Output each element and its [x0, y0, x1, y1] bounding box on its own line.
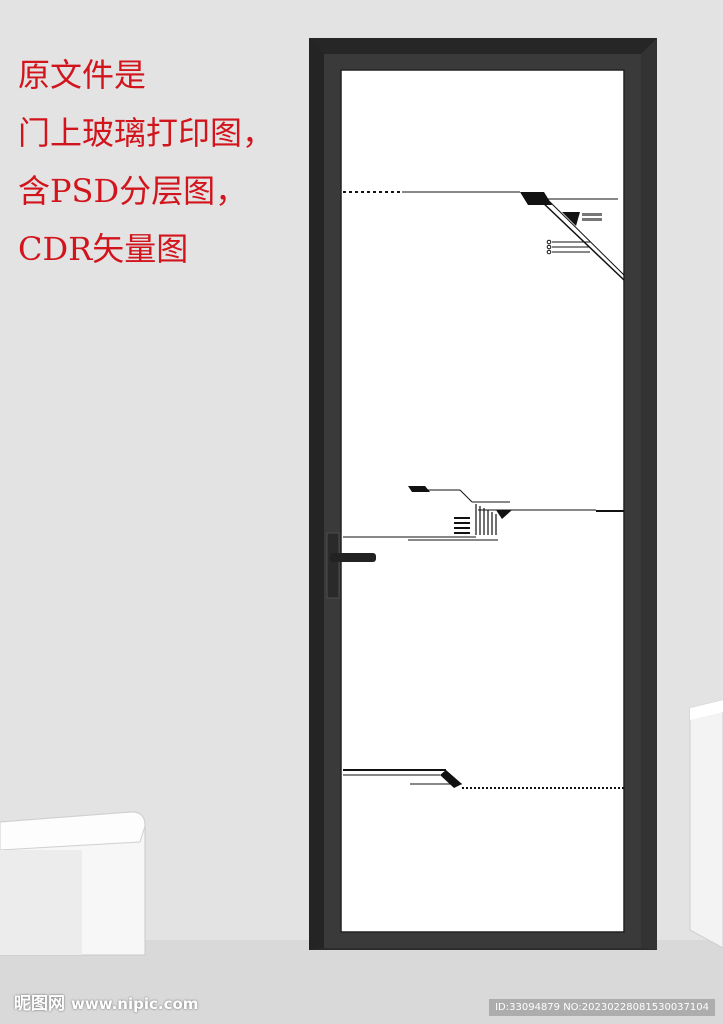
- door-handle[interactable]: [326, 532, 376, 599]
- site-name: 昵图网: [14, 994, 65, 1014]
- caption-line-1: 原文件是: [18, 56, 147, 94]
- caption-line-3: 含PSD分层图，: [18, 172, 248, 210]
- glass-print-bottom: [343, 769, 624, 789]
- site-url: www.nipic.com: [71, 995, 199, 1013]
- caption-line-2: 门上玻璃打印图，: [18, 114, 275, 152]
- glass-print-top: [343, 191, 625, 281]
- cabinet: [689, 699, 723, 949]
- id-watermark: ID:33094879 NO:20230228081530037104: [489, 999, 715, 1016]
- caption: 原文件是 门上玻璃打印图， 含PSD分层图， CDR矢量图: [18, 46, 274, 278]
- glass-print-middle: [343, 486, 624, 541]
- caption-line-4: CDR矢量图: [18, 230, 189, 268]
- door: [309, 38, 657, 950]
- site-watermark: 昵图网 www.nipic.com: [14, 989, 198, 1014]
- toilet: [0, 811, 146, 956]
